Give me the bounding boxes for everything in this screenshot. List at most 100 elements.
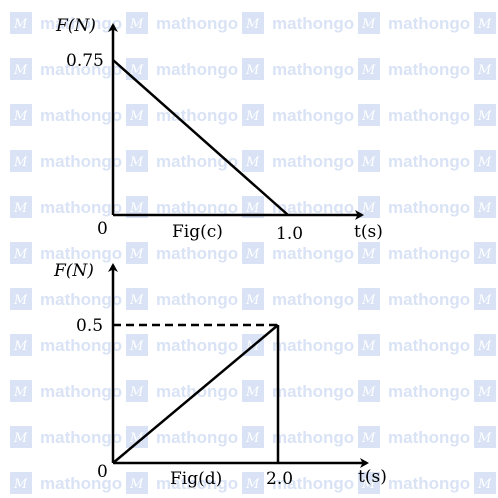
watermark-logo-glyph: M [129, 201, 144, 216]
watermark-logo-icon [10, 104, 32, 126]
watermark-logo-glyph: M [13, 63, 28, 78]
watermark-logo-icon [10, 472, 32, 494]
fig-c-y-tick-label: 0.75 [66, 51, 104, 71]
watermark-logo-icon [126, 104, 148, 126]
watermark-logo-glyph: M [13, 17, 28, 32]
watermark-logo-icon [358, 380, 380, 402]
figure-d: F(N) 0.5 0 Fig(d) 2.0 t(s) [53, 261, 387, 489]
figure-c: F(N) 0.75 0 Fig(c) 1.0 t(s) [55, 16, 383, 244]
watermark-logo-icon [126, 288, 148, 310]
watermark-logo-glyph: M [477, 247, 492, 262]
watermark-logo-icon [358, 288, 380, 310]
watermark-text: mathongo [156, 106, 238, 125]
watermark-logo-icon [126, 196, 148, 218]
watermark-logo-glyph: M [361, 201, 376, 216]
watermark-logo-glyph: M [477, 339, 492, 354]
watermark-logo-glyph: M [129, 63, 144, 78]
watermark-logo-icon [358, 12, 380, 34]
watermark-text: mathongo [156, 14, 238, 33]
watermark-logo-icon [126, 334, 148, 356]
watermark-text: mathongo [272, 382, 354, 401]
watermark-logo-glyph: M [245, 155, 260, 170]
watermark-text: mathongo [388, 474, 470, 493]
watermark-logo-icon [242, 380, 264, 402]
watermark-logo-glyph: M [361, 339, 376, 354]
watermark-logo-glyph: M [361, 431, 376, 446]
watermark-logo-glyph: M [129, 155, 144, 170]
watermark-logo-glyph: M [13, 431, 28, 446]
watermark-text: mathongo [272, 60, 354, 79]
watermark-text: mathongo [388, 290, 470, 309]
watermark-logo-glyph: M [477, 477, 492, 492]
watermark-text: mathongo [272, 106, 354, 125]
watermark-text: mathongo [40, 106, 122, 125]
watermark-text: mathongo [40, 244, 122, 263]
watermark-logo-glyph: M [477, 155, 492, 170]
watermark-logo-glyph: M [245, 109, 260, 124]
watermark-logo-icon [126, 380, 148, 402]
watermark-logo-glyph: M [13, 385, 28, 400]
fig-d-y-axis-label: F(N) [53, 261, 94, 281]
fig-c-y-axis-label: F(N) [55, 16, 96, 36]
watermark-text: mathongo [272, 290, 354, 309]
watermark-logo-glyph: M [477, 431, 492, 446]
watermark-logo-glyph: M [129, 431, 144, 446]
fig-c-caption: Fig(c) [172, 222, 223, 242]
watermark-logo-icon [10, 58, 32, 80]
watermark-logo-icon [358, 426, 380, 448]
watermark-text: mathongo [40, 14, 122, 33]
watermark-logo-icon [126, 58, 148, 80]
watermark-logo-glyph: M [129, 293, 144, 308]
watermark-logo-icon [242, 242, 264, 264]
watermark-logo-icon [10, 12, 32, 34]
watermark-logo-icon [474, 472, 496, 494]
watermark-logo-icon [10, 380, 32, 402]
watermark-text: mathongo [156, 60, 238, 79]
watermark-logo-glyph: M [477, 385, 492, 400]
watermark-text: mathongo [272, 474, 354, 493]
watermark-logo-icon [242, 12, 264, 34]
watermark-logo-icon [242, 288, 264, 310]
watermark-text: mathongo [40, 198, 122, 217]
watermark-logo-glyph: M [361, 477, 376, 492]
watermark-text: mathongo [40, 474, 122, 493]
watermark-text: mathongo [40, 290, 122, 309]
watermark-logo-icon [126, 242, 148, 264]
watermark-logo-glyph: M [245, 63, 260, 78]
watermark-logo-icon [474, 12, 496, 34]
watermark-text: mathongo [156, 244, 238, 263]
watermark-logo-icon [10, 242, 32, 264]
watermark-text: mathongo [388, 14, 470, 33]
watermark-text: mathongo [156, 428, 238, 447]
watermark-text: mathongo [156, 474, 238, 493]
watermark-logo-glyph: M [245, 17, 260, 32]
watermark-logo-glyph: M [361, 293, 376, 308]
fig-d-x-axis-label: t(s) [358, 467, 387, 487]
watermark-logo-icon [242, 58, 264, 80]
watermark-text: mathongo [40, 382, 122, 401]
